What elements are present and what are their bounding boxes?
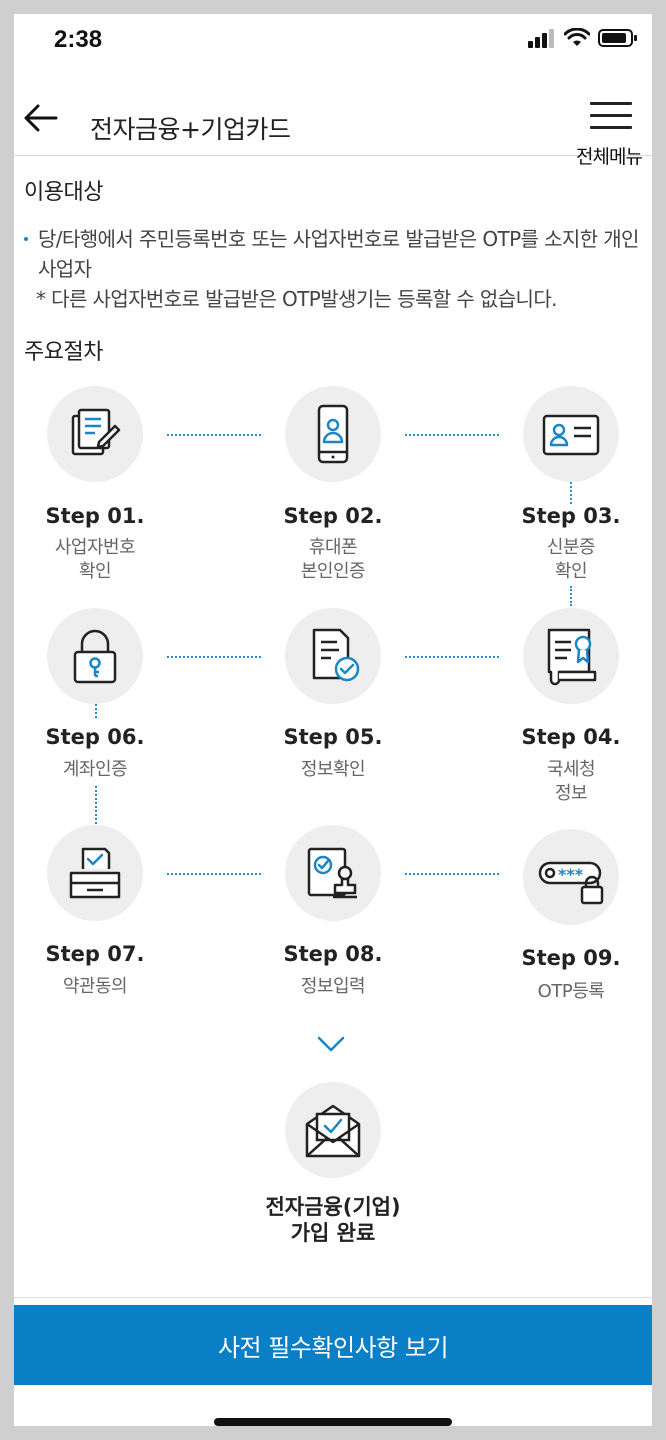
step-01-desc: 사업자번호 확인 xyxy=(54,537,136,582)
completion-line2: 가입 완료 xyxy=(290,1221,376,1245)
envelope-check-icon xyxy=(305,1104,361,1158)
step-connector xyxy=(167,656,261,658)
padlock-key-icon xyxy=(73,629,117,684)
step-01-circle xyxy=(47,386,143,482)
document-stamp-icon xyxy=(307,847,357,899)
step-08-title: Step 08. xyxy=(283,942,383,966)
divider xyxy=(14,1297,652,1298)
step-connector xyxy=(95,704,97,718)
step-09-circle: *** xyxy=(523,829,619,925)
completion-text: 전자금융(기업) 가입 완료 xyxy=(183,1194,483,1246)
bullet-dot xyxy=(24,237,28,241)
step-04-title: Step 04. xyxy=(521,725,621,749)
step-connector xyxy=(405,656,499,658)
chevron-down-icon xyxy=(317,1036,345,1052)
step-05-title: Step 05. xyxy=(283,725,383,749)
full-menu-label: 전체메뉴 xyxy=(576,146,643,168)
step-02-desc: 휴대폰 본인인증 xyxy=(300,537,366,582)
step-connector xyxy=(405,873,499,875)
inbox-check-icon xyxy=(69,847,121,899)
step-05-circle xyxy=(285,608,381,704)
view-prerequisites-button[interactable]: 사전 필수확인사항 보기 xyxy=(14,1305,652,1385)
full-menu-button[interactable]: 전체메뉴 xyxy=(576,96,652,168)
step-02-title: Step 02. xyxy=(283,504,383,528)
eligibility-note: * 다른 사업자번호로 발급받은 OTP발생기는 등록할 수 없습니다. xyxy=(36,287,557,311)
step-06-title: Step 06. xyxy=(45,725,145,749)
eligibility-section: 당/타행에서 주민등록번호 또는 사업자번호로 발급받은 OTP를 소지한 개인… xyxy=(24,224,644,314)
eligibility-title: 이용대상 xyxy=(24,180,103,205)
wifi-icon xyxy=(564,28,590,46)
step-connector xyxy=(95,786,97,824)
id-card-icon xyxy=(542,414,600,456)
step-03-circle xyxy=(523,386,619,482)
completion-circle xyxy=(285,1082,381,1178)
document-check-icon xyxy=(312,628,360,682)
step-07-circle xyxy=(47,825,143,921)
step-04-desc: 국세청 정보 xyxy=(546,759,596,804)
header: 전자금융+기업카드 전체메뉴 xyxy=(14,76,652,168)
status-bar: 2:38 xyxy=(14,14,652,66)
svg-text:***: *** xyxy=(558,865,584,884)
hamburger-icon xyxy=(590,102,632,138)
step-connector xyxy=(167,873,261,875)
step-03-desc: 신분증 확인 xyxy=(546,537,596,582)
step-04-circle xyxy=(523,608,619,704)
step-connector xyxy=(405,434,499,436)
eligibility-item: 당/타행에서 주민등록번호 또는 사업자번호로 발급받은 OTP를 소지한 개인… xyxy=(24,224,644,284)
password-lock-icon: *** xyxy=(538,861,604,905)
step-connector xyxy=(570,482,572,504)
smartphone-user-icon xyxy=(317,404,349,464)
procedure-title: 주요절차 xyxy=(24,340,103,365)
status-icons xyxy=(528,28,638,48)
signal-icon xyxy=(528,29,554,48)
app-screen: 2:38 전자금융+기 xyxy=(14,14,652,1426)
home-indicator xyxy=(214,1418,452,1426)
step-08-desc: 정보입력 xyxy=(300,976,366,997)
document-edit-icon xyxy=(71,408,121,456)
step-connector xyxy=(167,434,261,436)
eligibility-text: 당/타행에서 주민등록번호 또는 사업자번호로 발급받은 OTP를 소지한 개인… xyxy=(38,227,639,281)
page-title: 전자금융+기업카드 xyxy=(90,115,291,144)
status-time: 2:38 xyxy=(54,26,103,53)
step-09-desc: OTP등록 xyxy=(537,981,605,1002)
step-07-title: Step 07. xyxy=(45,942,145,966)
completion-line1: 전자금융(기업) xyxy=(265,1195,401,1219)
step-09-title: Step 09. xyxy=(521,946,621,970)
arrow-left-icon xyxy=(24,104,58,132)
step-07-desc: 약관동의 xyxy=(62,976,128,997)
step-03-title: Step 03. xyxy=(521,504,621,528)
step-08-circle xyxy=(285,825,381,921)
step-connector xyxy=(570,586,572,606)
back-button[interactable] xyxy=(20,98,60,138)
step-06-desc: 계좌인증 xyxy=(62,759,128,780)
certificate-icon xyxy=(547,628,597,686)
step-05-desc: 정보확인 xyxy=(300,759,366,780)
battery-icon xyxy=(598,29,637,47)
step-01-title: Step 01. xyxy=(45,504,145,528)
step-06-circle xyxy=(47,608,143,704)
step-02-circle xyxy=(285,386,381,482)
